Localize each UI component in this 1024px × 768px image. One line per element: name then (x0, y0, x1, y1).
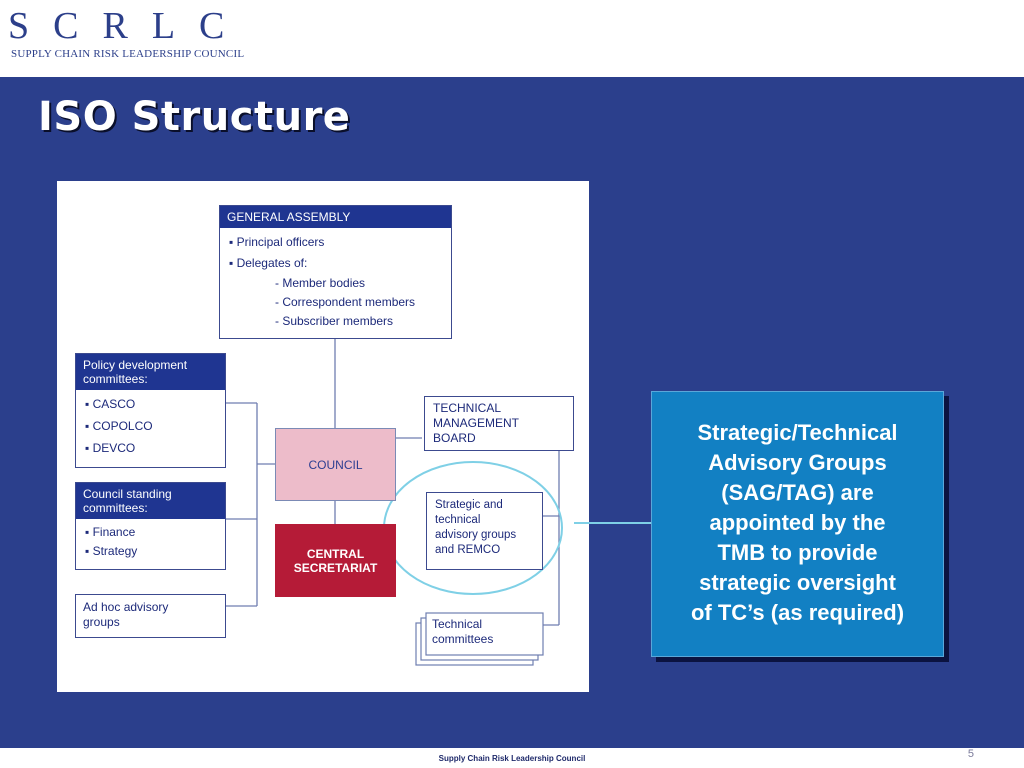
list-item: ▪ COPOLCO (85, 419, 153, 433)
technical-committees-label: Technical committees (432, 617, 494, 646)
callout-connector (574, 522, 651, 524)
ad-hoc-box: Ad hoc advisory groups (75, 594, 226, 638)
list-item: - Correspondent members (275, 295, 416, 309)
tmb-box: TECHNICAL MANAGEMENT BOARD (424, 396, 574, 451)
policy-committees-box: Policy development committees: ▪ CASCO ▪… (75, 353, 226, 468)
strategic-advisory-box: Strategic and technical advisory groups … (426, 492, 543, 570)
footer-text: Supply Chain Risk Leadership Council (438, 754, 586, 763)
list-item: ▪ CASCO (85, 397, 136, 411)
tc-stack (415, 612, 544, 666)
central-secretariat-box: CENTRAL SECRETARIAT (275, 524, 396, 597)
slide-title: ISO Structure (38, 94, 351, 140)
slide-footer (0, 748, 1024, 768)
general-assembly-header: GENERAL ASSEMBLY (220, 206, 451, 228)
list-item: ▪ Strategy (85, 544, 138, 558)
general-assembly-box: GENERAL ASSEMBLY ▪ Principal officers ▪ … (219, 205, 452, 339)
council-box: COUNCIL (275, 428, 396, 501)
sag-tag-callout: Strategic/Technical Advisory Groups (SAG… (651, 391, 944, 657)
diagram-connectors (226, 338, 563, 666)
list-item: ▪ Finance (85, 525, 136, 539)
list-item: ▪ Principal officers (229, 235, 325, 249)
list-item: - Subscriber members (275, 314, 394, 328)
list-item: ▪ DEVCO (85, 441, 136, 455)
list-item: - Member bodies (275, 276, 366, 290)
policy-committees-header: Policy development committees: (76, 354, 225, 390)
page-number: 5 (967, 748, 974, 760)
logo-letters: SCRLC (8, 5, 249, 47)
iso-structure-diagram: GENERAL ASSEMBLY ▪ Principal officers ▪ … (57, 181, 589, 692)
logo-subtitle: SUPPLY CHAIN RISK LEADERSHIP COUNCIL (11, 48, 245, 60)
council-standing-box: Council standing committees: ▪ Finance ▪… (75, 482, 226, 570)
slide-header: SCRLC SUPPLY CHAIN RISK LEADERSHIP COUNC… (0, 0, 1024, 77)
list-item: ▪ Delegates of: (229, 256, 308, 270)
council-standing-header: Council standing committees: (76, 483, 225, 519)
